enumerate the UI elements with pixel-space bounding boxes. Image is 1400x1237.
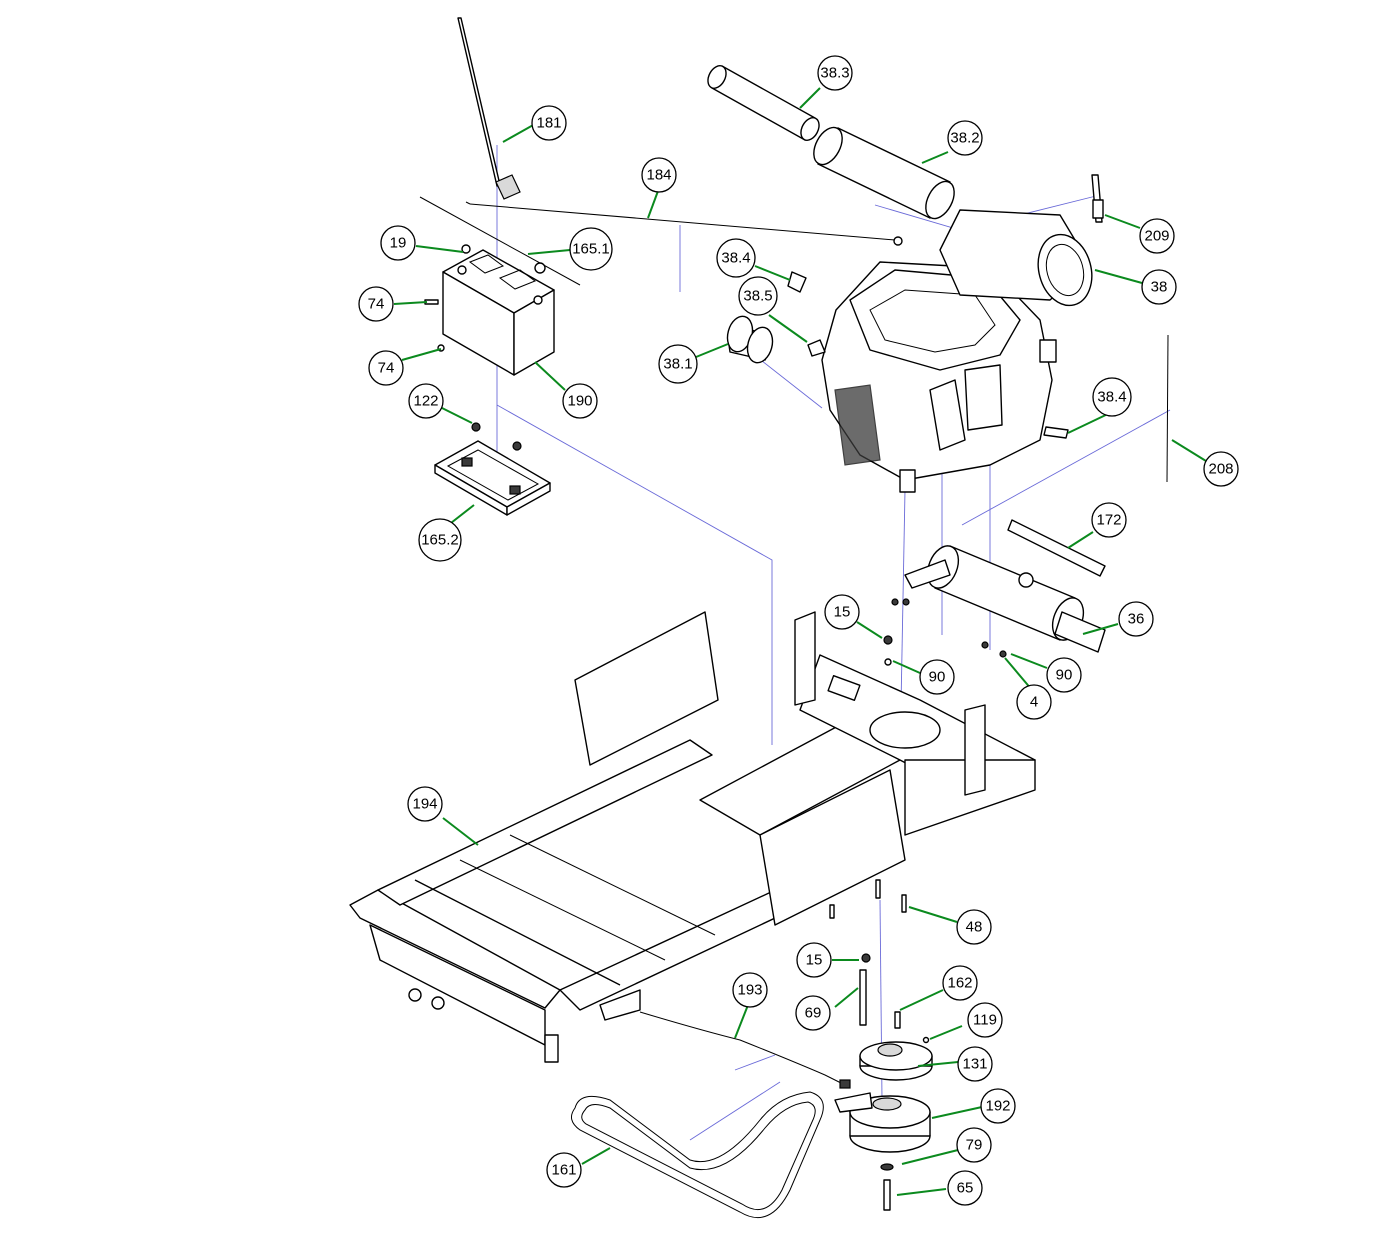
callout-131: 131 bbox=[957, 1046, 993, 1082]
clutch-harness-part bbox=[639, 1011, 851, 1089]
callout-label: 208 bbox=[1208, 461, 1233, 478]
callout-label: 79 bbox=[966, 1137, 983, 1154]
callout-15-bottom: 15 bbox=[796, 942, 832, 978]
callout-38-2: 38.2 bbox=[947, 120, 983, 156]
callout-label: 74 bbox=[378, 360, 395, 377]
callout-label: 161 bbox=[551, 1162, 576, 1179]
callout-label: 38.5 bbox=[743, 288, 772, 305]
callout-label: 131 bbox=[962, 1056, 987, 1073]
callout-38-4-right: 38.4 bbox=[1092, 377, 1132, 417]
callout-194: 194 bbox=[407, 786, 443, 822]
callout-184: 184 bbox=[641, 157, 677, 193]
callout-label: 65 bbox=[957, 1180, 974, 1197]
callout-label: 38.3 bbox=[820, 65, 849, 82]
callout-label: 165.1 bbox=[572, 241, 610, 258]
callout-192: 192 bbox=[980, 1088, 1016, 1124]
callout-74-bottom: 74 bbox=[368, 350, 404, 386]
callout-label: 15 bbox=[834, 604, 851, 621]
callout-190: 190 bbox=[562, 383, 598, 419]
callout-label: 15 bbox=[806, 952, 823, 969]
callout-label: 122 bbox=[413, 393, 438, 410]
callout-label: 38 bbox=[1151, 279, 1168, 296]
callout-38-4-left: 38.4 bbox=[716, 238, 756, 278]
engine-part bbox=[821, 209, 1093, 493]
callout-38-5: 38.5 bbox=[738, 276, 778, 316]
callout-label: 190 bbox=[567, 393, 592, 410]
callout-193: 193 bbox=[732, 972, 768, 1008]
callout-label: 165.2 bbox=[421, 532, 459, 549]
callout-161: 161 bbox=[546, 1152, 582, 1188]
callout-label: 90 bbox=[929, 669, 946, 686]
battery-part bbox=[424, 244, 555, 376]
callout-label: 181 bbox=[536, 115, 561, 132]
drive-belt-part bbox=[570, 1091, 824, 1219]
callout-38-3: 38.3 bbox=[817, 55, 853, 91]
callout-90-right: 90 bbox=[1046, 657, 1082, 693]
callout-label: 38.1 bbox=[663, 356, 692, 373]
callout-74-top: 74 bbox=[358, 286, 394, 322]
callout-181: 181 bbox=[531, 105, 567, 141]
air-filter-elements-part bbox=[707, 65, 955, 220]
callout-122: 122 bbox=[408, 383, 444, 419]
callout-172: 172 bbox=[1091, 502, 1127, 538]
callout-38-1: 38.1 bbox=[658, 344, 698, 384]
callout-38: 38 bbox=[1141, 269, 1177, 305]
callout-48: 48 bbox=[956, 909, 992, 945]
callout-65: 65 bbox=[947, 1170, 983, 1206]
callout-label: 172 bbox=[1096, 512, 1121, 529]
battery-cables-part bbox=[419, 196, 903, 286]
callout-label: 162 bbox=[947, 975, 972, 992]
callout-209: 209 bbox=[1139, 218, 1175, 254]
chassis-frame-part bbox=[349, 611, 1036, 1063]
callout-4: 4 bbox=[1016, 684, 1052, 720]
callout-165-2: 165.2 bbox=[418, 518, 462, 562]
callout-label: 4 bbox=[1030, 694, 1038, 711]
clutch-assembly-part bbox=[834, 1011, 933, 1211]
callout-label: 36 bbox=[1128, 611, 1145, 628]
callout-label: 74 bbox=[368, 296, 385, 313]
callout-label: 192 bbox=[985, 1098, 1010, 1115]
callout-label: 119 bbox=[973, 1012, 997, 1029]
callout-19: 19 bbox=[380, 225, 416, 261]
callout-208: 208 bbox=[1203, 451, 1239, 487]
engine-small-parts bbox=[726, 174, 1169, 483]
muffler-part bbox=[891, 519, 1106, 658]
callout-15-top: 15 bbox=[824, 594, 860, 630]
callout-label: 193 bbox=[737, 982, 762, 999]
callout-label: 38.4 bbox=[721, 250, 750, 267]
callout-162: 162 bbox=[942, 965, 978, 1001]
callout-label: 38.4 bbox=[1097, 389, 1126, 406]
dipstick-part bbox=[457, 17, 521, 200]
callout-119: 119 bbox=[967, 1002, 1003, 1038]
callout-label: 38.2 bbox=[950, 130, 979, 147]
callout-label: 69 bbox=[805, 1005, 822, 1022]
callout-90-left: 90 bbox=[919, 659, 955, 695]
callout-36: 36 bbox=[1118, 601, 1154, 637]
battery-tray-part bbox=[434, 422, 551, 516]
callout-79: 79 bbox=[956, 1127, 992, 1163]
callout-165-1: 165.1 bbox=[569, 227, 613, 271]
callout-label: 194 bbox=[412, 796, 437, 813]
callout-label: 209 bbox=[1144, 228, 1169, 245]
callout-label: 184 bbox=[646, 167, 671, 184]
frame-bolts-part bbox=[829, 635, 907, 1026]
callout-label: 19 bbox=[390, 235, 407, 252]
callout-69: 69 bbox=[795, 995, 831, 1031]
callout-label: 48 bbox=[966, 919, 983, 936]
callout-label: 90 bbox=[1056, 667, 1073, 684]
